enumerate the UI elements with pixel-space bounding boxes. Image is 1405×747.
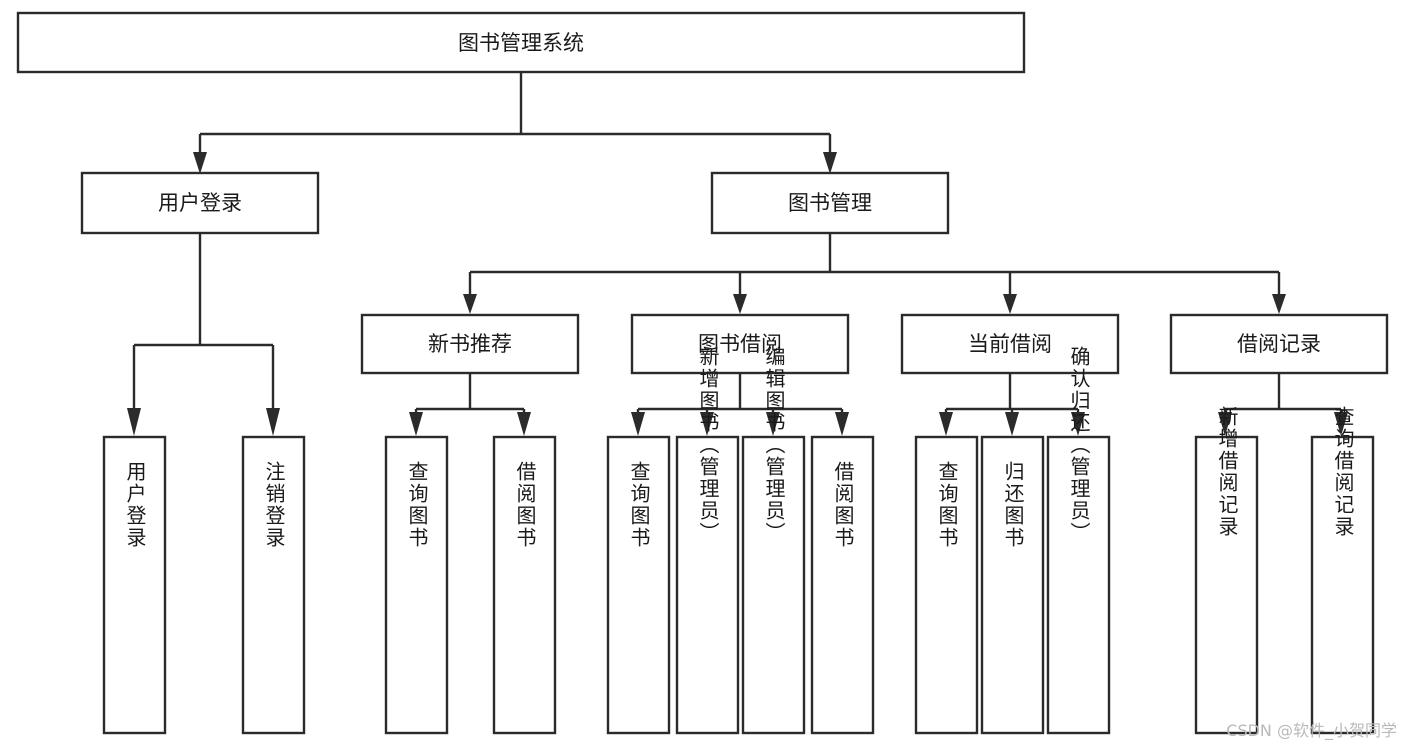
connector-group-new-book-rec <box>409 372 531 436</box>
leaf-query-book-2[interactable]: 查询图书 <box>606 435 671 735</box>
node-book-manage-box[interactable] <box>710 171 950 235</box>
leaf-user-login-label: 用户登录 <box>123 461 147 549</box>
leaf-query-book-1[interactable]: 查询图书 <box>384 435 449 735</box>
leaf-query-book-3[interactable]: 查询图书 <box>914 435 979 735</box>
leaf-query-record[interactable]: 查询借阅记录 <box>1310 406 1375 735</box>
arrow-head-current-borrow <box>1003 294 1017 314</box>
connector-group-borrow-record <box>1218 372 1348 436</box>
leaf-borrow-book-1-label: 借阅图书 <box>513 461 537 549</box>
node-book-borrow-label: 图书借阅 <box>698 332 782 356</box>
leaf-confirm-return-label: 确认归还（管理员） <box>1067 346 1091 544</box>
leaf-borrow-book-1[interactable]: 借阅图书 <box>492 435 557 735</box>
arrow-head-leaf-query-record <box>1334 412 1348 436</box>
leaf-query-book-1-box[interactable] <box>384 435 449 735</box>
connector-group-book-manage <box>463 233 1286 314</box>
arrow-head-leaf-borrow-book-2 <box>835 412 849 436</box>
leaf-borrow-book-2-label: 借阅图书 <box>831 461 855 549</box>
leaf-query-book-2-box[interactable] <box>606 435 671 735</box>
leaf-return-book[interactable]: 归还图书 <box>980 435 1045 735</box>
arrow-head-leaf-query-book-3 <box>939 412 953 436</box>
arrow-head-user-login <box>193 152 207 174</box>
leaf-add-book-box[interactable] <box>675 435 740 735</box>
leaf-user-logout-label: 注销登录 <box>262 461 286 549</box>
arrow-head-leaf-add-book <box>700 412 714 436</box>
leaf-return-book-label: 归还图书 <box>1001 461 1025 549</box>
leaf-user-logout-box[interactable] <box>241 435 306 735</box>
leaf-borrow-book-2[interactable]: 借阅图书 <box>810 435 875 735</box>
leaf-borrow-book-1-box[interactable] <box>492 435 557 735</box>
node-current-borrow-label: 当前借阅 <box>968 332 1052 356</box>
node-new-book-rec[interactable]: 新书推荐 <box>360 313 580 375</box>
node-user-login-box[interactable] <box>80 171 320 235</box>
leaf-query-record-box[interactable] <box>1310 435 1375 735</box>
arrow-head-leaf-user-login <box>127 408 141 436</box>
leaf-add-record[interactable]: 新增借阅记录 <box>1194 406 1259 735</box>
arrow-head-leaf-borrow-book-1 <box>517 412 531 436</box>
leaf-borrow-book-2-box[interactable] <box>810 435 875 735</box>
arrow-head-book-borrow <box>733 294 747 314</box>
leaf-edit-book[interactable]: 编辑图书（管理员） <box>741 346 806 735</box>
arrow-head-leaf-return-book <box>1005 412 1019 436</box>
leaf-query-record-label: 查询借阅记录 <box>1331 406 1355 538</box>
node-borrow-record-label: 借阅记录 <box>1237 332 1321 356</box>
arrow-head-borrow-record <box>1272 294 1286 314</box>
leaf-query-book-3-label: 查询图书 <box>935 461 959 549</box>
node-book-manage[interactable]: 图书管理 <box>710 171 950 235</box>
leaf-user-login-box[interactable] <box>102 435 167 735</box>
node-current-borrow[interactable]: 当前借阅 <box>900 313 1120 375</box>
leaf-query-book-1-label: 查询图书 <box>405 461 429 549</box>
arrow-head-leaf-user-logout <box>266 408 280 436</box>
leaf-edit-book-box[interactable] <box>741 435 806 735</box>
node-new-book-rec-box[interactable] <box>360 313 580 375</box>
leaf-add-book-label: 新增图书（管理员） <box>696 346 720 544</box>
arrow-head-new-book-rec <box>463 294 477 314</box>
node-book-borrow[interactable]: 图书借阅 <box>630 313 850 375</box>
leaf-add-record-box[interactable] <box>1194 435 1259 735</box>
connector-group-book-borrow <box>631 372 849 436</box>
arrow-head-leaf-edit-book <box>766 412 780 436</box>
node-book-manage-label: 图书管理 <box>788 191 872 215</box>
arrow-head-leaf-query-book-1 <box>409 412 423 436</box>
leaf-query-book-2-label: 查询图书 <box>627 461 651 549</box>
arrow-head-book-manage <box>823 152 837 174</box>
node-current-borrow-box[interactable] <box>900 313 1120 375</box>
leaf-query-book-3-box[interactable] <box>914 435 979 735</box>
connector-group-root <box>193 72 837 174</box>
leaf-edit-book-label: 编辑图书（管理员） <box>762 346 786 544</box>
node-borrow-record-box[interactable] <box>1169 313 1389 375</box>
leaf-user-login[interactable]: 用户登录 <box>102 435 167 735</box>
node-new-book-rec-label: 新书推荐 <box>428 332 512 356</box>
arrow-head-leaf-query-book-2 <box>631 412 645 436</box>
node-root-box[interactable] <box>16 11 1026 74</box>
leaf-add-book[interactable]: 新增图书（管理员） <box>675 346 740 735</box>
leaf-user-logout[interactable]: 注销登录 <box>241 435 306 735</box>
node-book-borrow-box[interactable] <box>630 313 850 375</box>
arrow-head-leaf-confirm-return <box>1071 412 1085 436</box>
node-root[interactable]: 图书管理系统 <box>16 11 1026 74</box>
leaf-add-record-label: 新增借阅记录 <box>1215 406 1239 538</box>
connector-group-current-borrow <box>939 372 1085 436</box>
node-borrow-record[interactable]: 借阅记录 <box>1169 313 1389 375</box>
node-root-label: 图书管理系统 <box>458 31 584 55</box>
node-user-login[interactable]: 用户登录 <box>80 171 320 235</box>
node-user-login-label: 用户登录 <box>158 191 242 215</box>
leaf-confirm-return-box[interactable] <box>1046 435 1111 735</box>
leaf-return-book-box[interactable] <box>980 435 1045 735</box>
leaf-confirm-return[interactable]: 确认归还（管理员） <box>1046 346 1111 735</box>
connector-group-user-login <box>127 233 280 436</box>
csdn-watermark: CSDN @软件_小贺同学 <box>1226 721 1397 740</box>
arrow-head-leaf-add-record <box>1218 412 1232 436</box>
